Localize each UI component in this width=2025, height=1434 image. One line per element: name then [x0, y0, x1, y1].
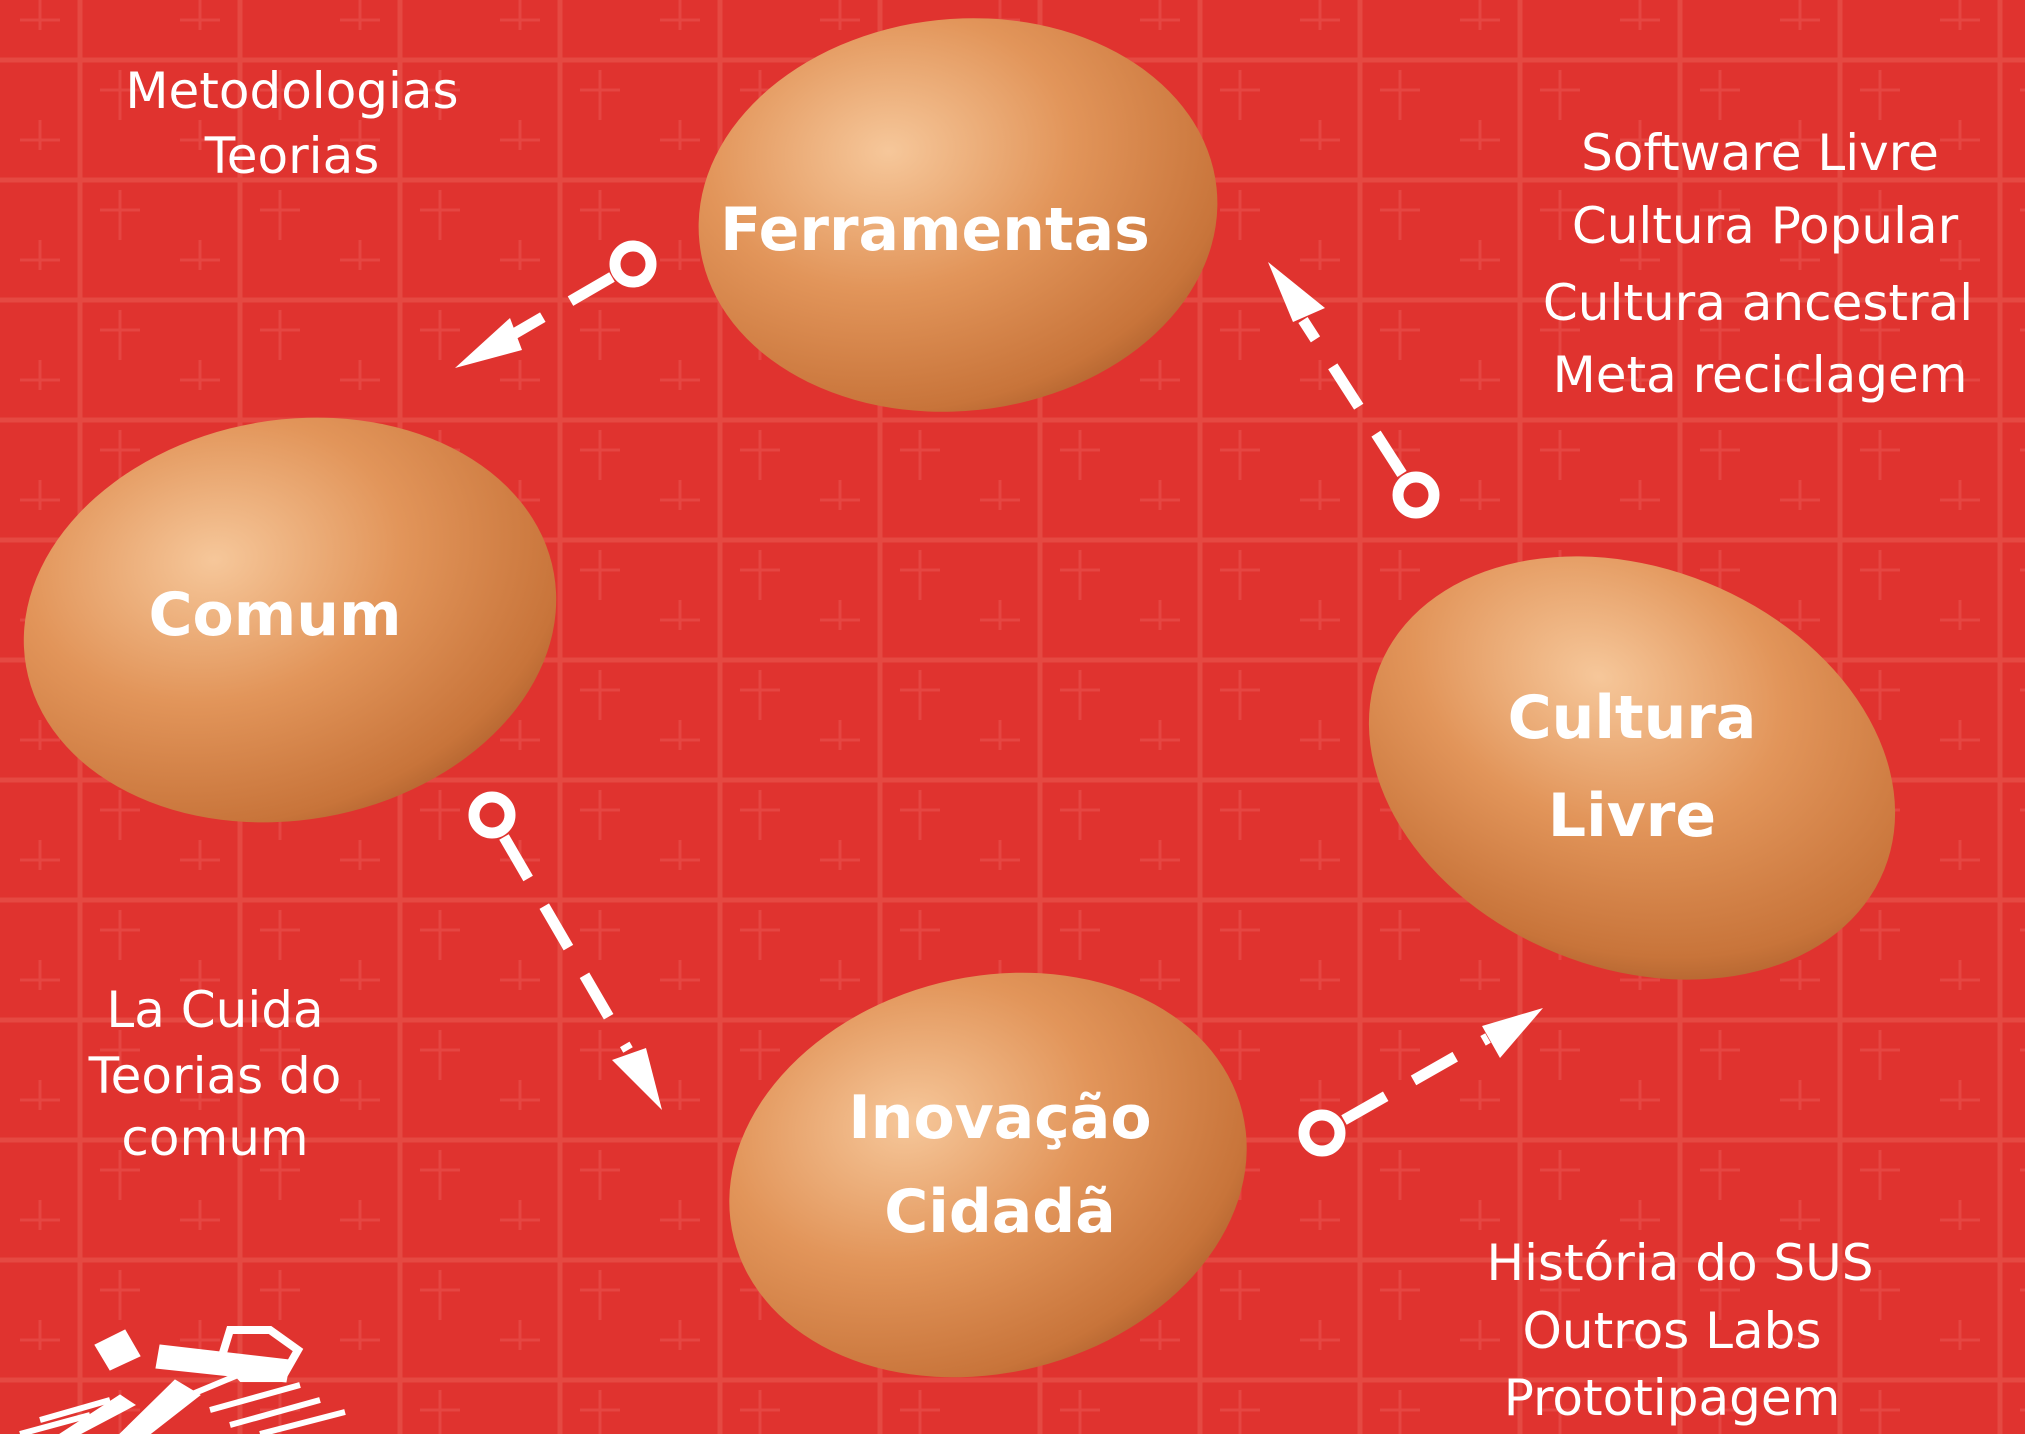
egg-cultura-livre: Cultura Livre — [1368, 556, 1896, 980]
egg-comum-label: Comum — [148, 580, 401, 650]
note-bottom-left-line3: comum — [121, 1109, 308, 1167]
arrow-head — [1482, 1008, 1543, 1058]
note-bottom-left: La Cuida Teorias do comum — [88, 981, 342, 1167]
note-top-right-line2: Cultura Popular — [1572, 197, 1959, 255]
arrow-line — [1298, 317, 1407, 477]
arrow-start-node — [1298, 1109, 1346, 1157]
arrow-cultura-to-ferramentas — [1268, 262, 1440, 519]
egg-cultura-label-line2: Livre — [1548, 781, 1716, 851]
egg-ferramentas-label: Ferramentas — [720, 195, 1150, 265]
tools-logo — [19, 1326, 346, 1434]
arrow-head — [455, 318, 522, 368]
arrow-ferramentas-to-comum — [455, 240, 657, 368]
note-top-right-line4: Meta reciclagem — [1553, 346, 1968, 404]
note-top-left-line1: Metodologias — [125, 62, 458, 120]
note-top-right: Software Livre Cultura Popular Cultura a… — [1543, 124, 1973, 404]
arrow-head — [612, 1048, 662, 1110]
arrow-inovacao-to-cultura — [1298, 1008, 1543, 1157]
note-bottom-right: História do SUS Outros Labs Prototipagem — [1486, 1234, 1873, 1427]
egg-ferramentas: Ferramentas — [698, 18, 1218, 412]
egg-cultura-label-line1: Cultura — [1508, 683, 1757, 753]
note-bottom-right-line2: Outros Labs — [1523, 1302, 1822, 1360]
note-top-left-line2: Teorias — [204, 127, 380, 185]
arrow-start-node — [1392, 471, 1440, 519]
egg-inovacao-label-line2: Cidadã — [884, 1177, 1115, 1247]
note-top-left: Metodologias Teorias — [125, 62, 458, 185]
note-bottom-right-line3: Prototipagem — [1504, 1369, 1841, 1427]
arrow-comum-to-inovacao — [468, 791, 662, 1110]
arrow-line — [1341, 1033, 1491, 1125]
egg-inovacao-cidada: Inovação Cidadã — [729, 972, 1247, 1378]
arrow-line — [499, 834, 633, 1053]
note-bottom-left-line1: La Cuida — [106, 981, 323, 1039]
note-bottom-left-line2: Teorias do — [88, 1047, 342, 1105]
arrow-start-node — [609, 240, 657, 288]
note-bottom-right-line1: História do SUS — [1486, 1234, 1873, 1292]
egg-comum: Comum — [23, 417, 557, 823]
note-top-right-line1: Software Livre — [1581, 124, 1939, 182]
arrow-head — [1268, 262, 1325, 322]
egg-inovacao-label-line1: Inovação — [848, 1083, 1151, 1153]
arrow-line — [497, 272, 615, 347]
note-top-right-line3: Cultura ancestral — [1543, 274, 1973, 332]
arrow-start-node — [468, 791, 516, 839]
